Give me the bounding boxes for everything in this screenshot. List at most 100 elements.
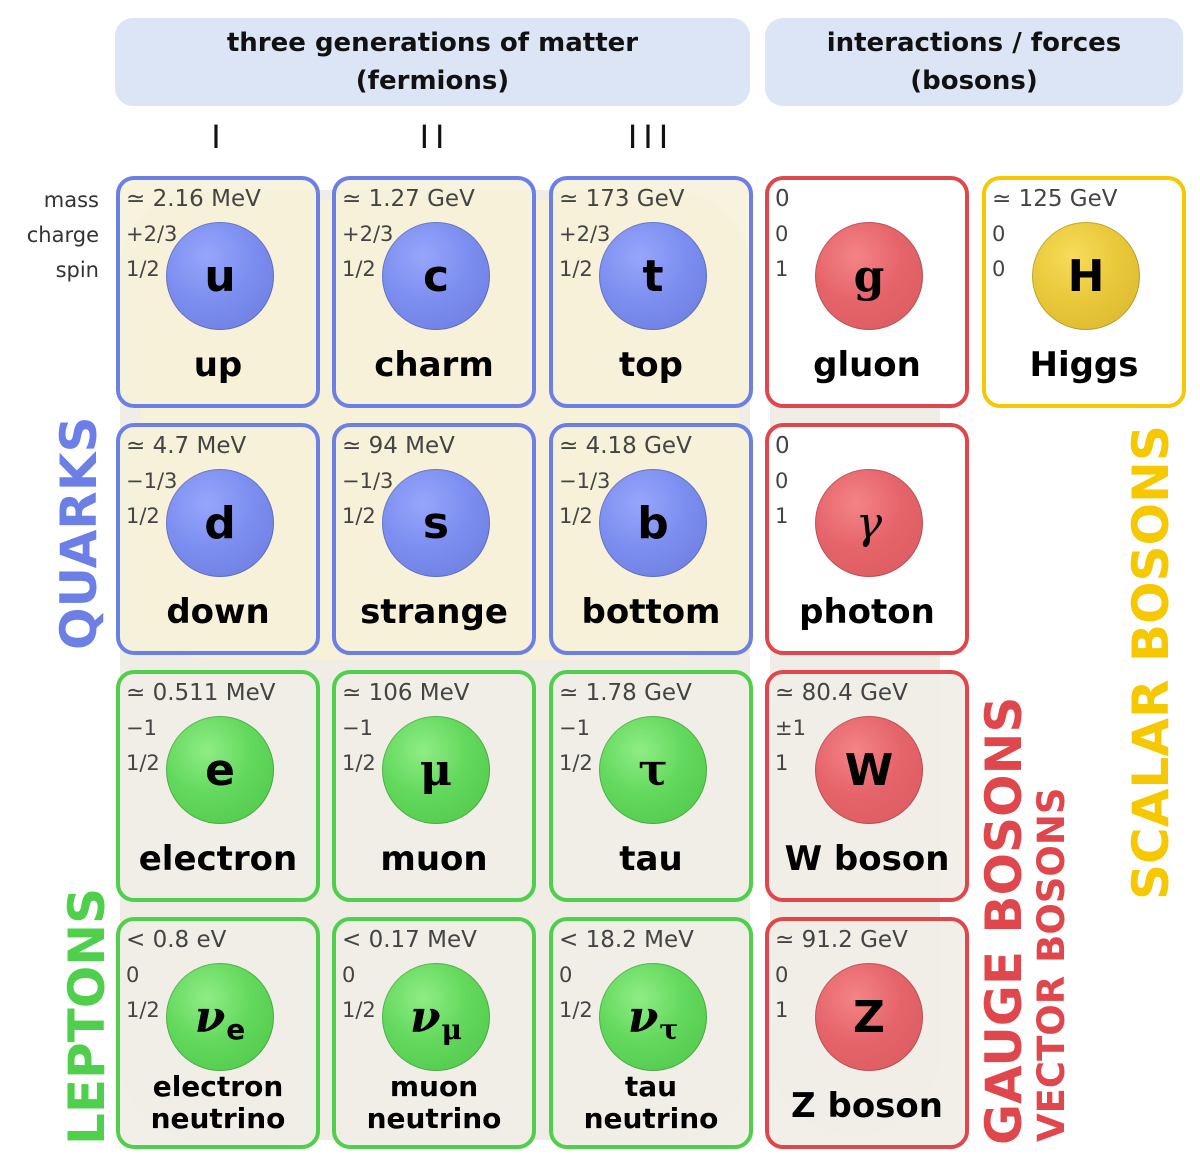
particle-name: top bbox=[619, 345, 683, 385]
bosons-header: interactions / forces (bosons) bbox=[765, 18, 1183, 106]
charge-value: 0 bbox=[342, 963, 356, 987]
particle-card-top[interactable]: ≃ 173 GeV +2/3 1/2 t top bbox=[549, 176, 753, 408]
spin-value: 1/2 bbox=[342, 257, 376, 281]
particle-card-charm[interactable]: ≃ 1.27 GeV +2/3 1/2 c charm bbox=[332, 176, 536, 408]
particle-name: charm bbox=[374, 345, 494, 385]
particle-card-higgs[interactable]: ≃ 125 GeV 0 0 H Higgs bbox=[982, 176, 1186, 408]
particle-subscript: e bbox=[226, 1012, 246, 1046]
particle-symbol: W bbox=[844, 744, 894, 796]
charge-value: 0 bbox=[775, 222, 789, 246]
particle-symbol: u bbox=[204, 250, 236, 302]
gauge-bosons-group-label: GAUGE BOSONS bbox=[975, 696, 1033, 1145]
charge-value: +2/3 bbox=[559, 222, 611, 246]
spin-value: 1 bbox=[775, 504, 789, 528]
particle-name-line1: electron bbox=[152, 1070, 284, 1103]
particle-subscript: τ bbox=[659, 1012, 679, 1046]
charge-value: −1 bbox=[559, 716, 590, 740]
particle-card-strange[interactable]: ≃ 94 MeV −1/3 1/2 s strange bbox=[332, 423, 536, 655]
particle-subscript: μ bbox=[441, 1012, 463, 1046]
spin-value: 1/2 bbox=[559, 257, 593, 281]
mass-value: ≃ 1.27 GeV bbox=[342, 186, 475, 212]
mass-value: ≃ 4.7 MeV bbox=[126, 433, 247, 459]
particle-card-up[interactable]: ≃ 2.16 MeV +2/3 1/2 u up bbox=[116, 176, 320, 408]
mass-value: ≃ 91.2 GeV bbox=[775, 927, 908, 953]
particle-symbol: c bbox=[422, 250, 450, 302]
charge-value: +2/3 bbox=[126, 222, 178, 246]
particle-name: down bbox=[166, 592, 270, 632]
charge-value: 0 bbox=[559, 963, 573, 987]
spin-value: 1/2 bbox=[559, 504, 593, 528]
spin-value: 1/2 bbox=[342, 998, 376, 1022]
particle-symbol: d bbox=[204, 497, 236, 549]
particle-name-line1: tau bbox=[624, 1070, 678, 1103]
leptons-group-label: LEPTONS bbox=[58, 887, 116, 1145]
particle-card-muon[interactable]: ≃ 106 MeV −1 1/2 μ muon bbox=[332, 670, 536, 902]
particle-name: tau neutrino bbox=[553, 1071, 749, 1135]
particle-card-w-boson[interactable]: ≃ 80.4 GeV ±1 1 W W boson bbox=[765, 670, 969, 902]
mass-value: 0 bbox=[775, 433, 790, 459]
spin-label: spin bbox=[55, 258, 99, 282]
up-quark-sphere-icon: u bbox=[166, 222, 274, 330]
particle-symbol: ν bbox=[194, 991, 226, 1043]
charge-value: −1 bbox=[342, 716, 373, 740]
charge-value: ±1 bbox=[775, 716, 806, 740]
particle-card-photon[interactable]: 0 0 1 γ photon bbox=[765, 423, 969, 655]
mass-value: ≃ 80.4 GeV bbox=[775, 680, 908, 706]
spin-value: 1/2 bbox=[126, 998, 160, 1022]
spin-value: 1 bbox=[775, 751, 789, 775]
bosons-header-title: interactions / forces bbox=[826, 28, 1122, 58]
particle-name-line1: muon bbox=[389, 1070, 479, 1103]
spin-value: 0 bbox=[992, 257, 1006, 281]
particle-name: muon neutrino bbox=[336, 1071, 532, 1135]
particle-name: muon bbox=[380, 839, 488, 879]
w-boson-sphere-icon: W bbox=[815, 716, 923, 824]
bottom-quark-sphere-icon: b bbox=[599, 469, 707, 577]
particle-card-electron[interactable]: ≃ 0.511 MeV −1 1/2 e electron bbox=[116, 670, 320, 902]
particle-card-down[interactable]: ≃ 4.7 MeV −1/3 1/2 d down bbox=[116, 423, 320, 655]
particle-symbol: t bbox=[642, 250, 664, 302]
charge-value: −1/3 bbox=[342, 469, 394, 493]
particle-symbol: γ bbox=[855, 497, 883, 549]
particle-card-bottom[interactable]: ≃ 4.18 GeV −1/3 1/2 b bottom bbox=[549, 423, 753, 655]
particle-card-gluon[interactable]: 0 0 1 g gluon bbox=[765, 176, 969, 408]
particle-symbol: τ bbox=[638, 744, 668, 796]
particle-name: bottom bbox=[581, 592, 721, 632]
vector-bosons-group-label: VECTOR BOSONS bbox=[1030, 787, 1073, 1143]
particle-card-tau[interactable]: ≃ 1.78 GeV −1 1/2 τ tau bbox=[549, 670, 753, 902]
particle-name: Higgs bbox=[1029, 345, 1139, 385]
photon-sphere-icon: γ bbox=[815, 469, 923, 577]
mass-value: ≃ 125 GeV bbox=[992, 186, 1118, 212]
strange-quark-sphere-icon: s bbox=[382, 469, 490, 577]
spin-value: 1/2 bbox=[126, 751, 160, 775]
generation-label-2: II bbox=[419, 118, 451, 156]
mass-value: ≃ 1.78 GeV bbox=[559, 680, 692, 706]
mass-value: < 0.8 eV bbox=[126, 927, 227, 953]
generation-label-3: III bbox=[627, 118, 675, 156]
property-row-labels: mass charge spin bbox=[0, 183, 99, 288]
particle-name-line2: neutrino bbox=[366, 1102, 502, 1135]
particle-card-z-boson[interactable]: ≃ 91.2 GeV 0 1 Z Z boson bbox=[765, 917, 969, 1149]
particle-name: strange bbox=[360, 592, 508, 632]
mass-value: ≃ 106 MeV bbox=[342, 680, 470, 706]
spin-value: 1/2 bbox=[342, 751, 376, 775]
generation-label-1: I bbox=[211, 118, 227, 156]
higgs-sphere-icon: H bbox=[1032, 222, 1140, 330]
charge-label: charge bbox=[26, 223, 99, 247]
electron-sphere-icon: e bbox=[166, 716, 274, 824]
bosons-header-subtitle: (bosons) bbox=[910, 66, 1038, 96]
particle-symbol: Z bbox=[853, 991, 885, 1043]
particle-name-line2: neutrino bbox=[583, 1102, 719, 1135]
scalar-bosons-group-label: SCALAR BOSONS bbox=[1122, 425, 1180, 900]
particle-symbol: s bbox=[422, 497, 450, 549]
spin-value: 1/2 bbox=[126, 504, 160, 528]
mass-value: < 18.2 MeV bbox=[559, 927, 694, 953]
top-quark-sphere-icon: t bbox=[599, 222, 707, 330]
tau-sphere-icon: τ bbox=[599, 716, 707, 824]
particle-name-line2: neutrino bbox=[150, 1102, 286, 1135]
particle-name: Z boson bbox=[791, 1086, 943, 1126]
